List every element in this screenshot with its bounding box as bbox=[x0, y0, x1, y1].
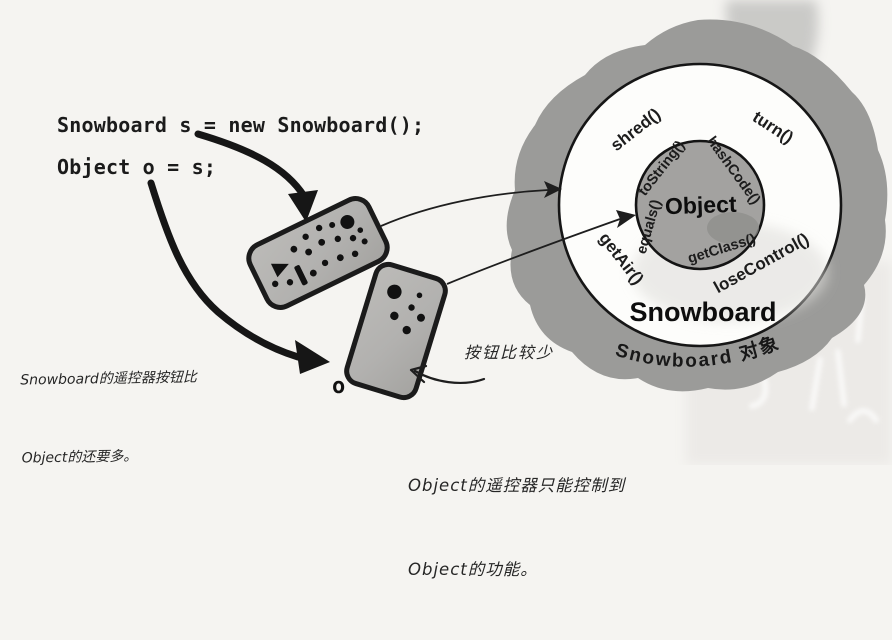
arrow-note-to-remote bbox=[409, 364, 486, 385]
note-object-remote-line2: Object的功能。 bbox=[408, 560, 538, 579]
code-line-2: Object o = s; bbox=[57, 155, 217, 179]
note-object-remote-line1: Object的遥控器只能控制到 bbox=[408, 476, 626, 495]
object-remote bbox=[344, 261, 448, 401]
arrow-remote-to-snowboard bbox=[380, 181, 562, 227]
note-more-buttons-line1: Snowboard的遥控器按钮比 bbox=[20, 369, 197, 389]
diagram-canvas: shred() turn() getAir() loseControl() to… bbox=[147, 0, 892, 465]
note-more-buttons-line2: Object的还要多。 bbox=[21, 448, 138, 467]
book-figure: shred() turn() getAir() loseControl() to… bbox=[20, 0, 892, 579]
arrow-o-to-remote bbox=[147, 179, 330, 374]
object-circle-blotch bbox=[707, 212, 759, 244]
note-object-remote: Object的遥控器只能控制到 Object的功能。 bbox=[408, 416, 625, 640]
code-line-1: Snowboard s = new Snowboard(); bbox=[57, 113, 425, 137]
note-fewer-buttons: 按钮比较少 bbox=[464, 343, 555, 362]
object-class-label: Object bbox=[664, 191, 737, 219]
arrow-remote-to-object bbox=[446, 210, 636, 285]
snowboard-class-label: Snowboard bbox=[630, 297, 777, 327]
snowboard-remote bbox=[246, 196, 390, 310]
arrow-s-to-remote bbox=[194, 130, 318, 222]
note-more-buttons: Snowboard的遥控器按钮比 Object的还要多。 bbox=[19, 312, 199, 523]
o-reference-label: o bbox=[332, 374, 346, 399]
